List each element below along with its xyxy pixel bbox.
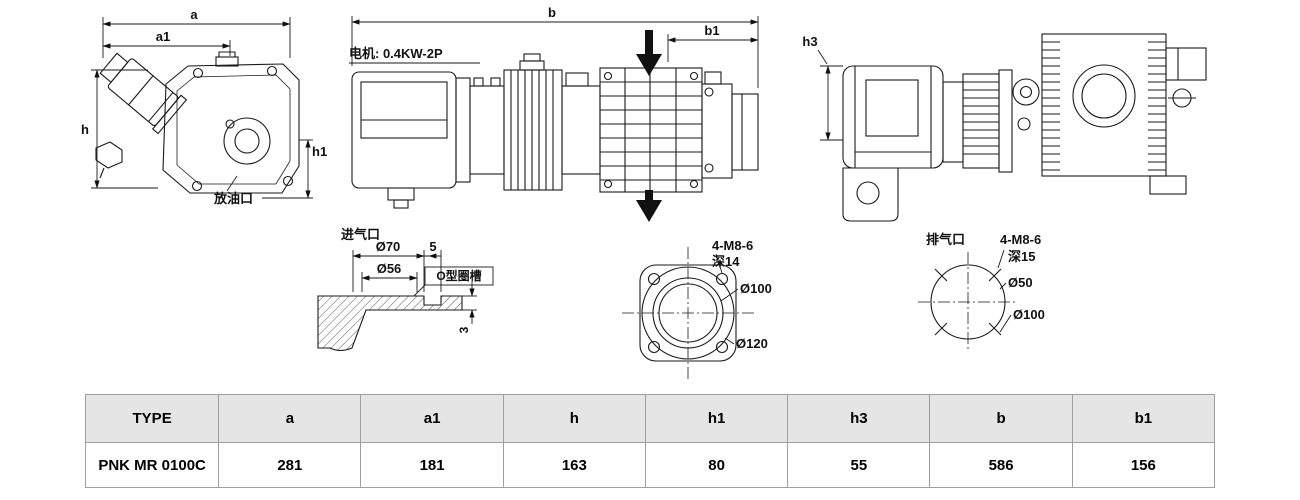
flange-d100-label: Ø100 — [740, 281, 772, 296]
spec-cell-b: 586 — [929, 442, 1073, 488]
dim-h3-label: h3 — [802, 34, 817, 49]
flange-depth-label: 深14 — [712, 254, 740, 269]
left-view-dimensions — [91, 17, 313, 199]
spec-cell-type: PNK MR 0100C — [84, 442, 220, 488]
spec-cell-a: 281 — [218, 442, 362, 488]
inlet-d56-label: Ø56 — [377, 261, 402, 276]
inlet-dimensions — [352, 250, 477, 324]
spec-cell-h3: 55 — [787, 442, 931, 488]
motor-spec-label: 电机: 0.4KW-2P — [349, 46, 443, 61]
oil-drain-label: 放油口 — [213, 191, 253, 206]
inlet-5-label: 5 — [429, 239, 436, 254]
dim-h-label: h — [81, 122, 89, 137]
exhaust-bolts-label: 4-M8-6 — [1000, 232, 1041, 247]
exhaust-title: 排气口 — [926, 232, 965, 247]
spec-header-row: TYPE a a1 h h1 h3 b b1 — [84, 394, 1216, 443]
flow-arrow-in — [636, 30, 662, 76]
flange-bolts-label: 4-M8-6 — [712, 238, 753, 253]
spec-data-row: PNK MR 0100C 281 181 163 80 55 586 156 — [84, 442, 1216, 488]
flow-arrow-out — [636, 190, 662, 222]
dim-b1-label: b1 — [704, 23, 719, 38]
front-view — [349, 53, 759, 209]
dim-h1-label: h1 — [312, 144, 327, 159]
right-view — [842, 33, 1207, 222]
exhaust-depth-label: 深15 — [1008, 249, 1035, 264]
inlet-oring-label: O型圈槽 — [436, 268, 481, 283]
flange-detail — [622, 247, 754, 379]
exhaust-d50-label: Ø50 — [1008, 275, 1033, 290]
spec-header-type: TYPE — [84, 394, 220, 443]
technical-drawing: a a1 h h1 放油口 — [81, 5, 1207, 379]
spec-cell-b1: 156 — [1071, 442, 1216, 488]
dim-a1-label: a1 — [156, 29, 170, 44]
flange-d120-label: Ø120 — [736, 336, 768, 351]
angled-motor — [99, 52, 188, 135]
spec-header-a: a — [218, 394, 362, 443]
front-view-dimensions — [351, 16, 759, 88]
spec-header-b1: b1 — [1071, 394, 1216, 443]
spec-header-h: h — [502, 394, 646, 443]
dim-a-label: a — [190, 7, 198, 22]
exhaust-d100-label: Ø100 — [1013, 307, 1045, 322]
left-view — [95, 51, 300, 194]
inlet-title: 进气口 — [341, 227, 380, 242]
inlet-d70-label: Ø70 — [376, 239, 401, 254]
spec-cell-h: 163 — [502, 442, 646, 488]
spec-table: TYPE a a1 h h1 h3 b b1 PNK MR 0100C 281 … — [84, 394, 1216, 488]
dim-b-label: b — [548, 5, 556, 20]
inlet-detail — [317, 266, 494, 352]
spec-header-h1: h1 — [644, 394, 789, 443]
spec-header-h3: h3 — [787, 394, 931, 443]
exhaust-detail — [918, 249, 1018, 352]
inlet-3-label: 3 — [457, 326, 471, 333]
spec-header-a1: a1 — [360, 394, 504, 443]
right-view-dimensions — [817, 49, 843, 141]
spec-cell-a1: 181 — [360, 442, 504, 488]
spec-header-b: b — [929, 394, 1073, 443]
spec-cell-h1: 80 — [644, 442, 789, 488]
